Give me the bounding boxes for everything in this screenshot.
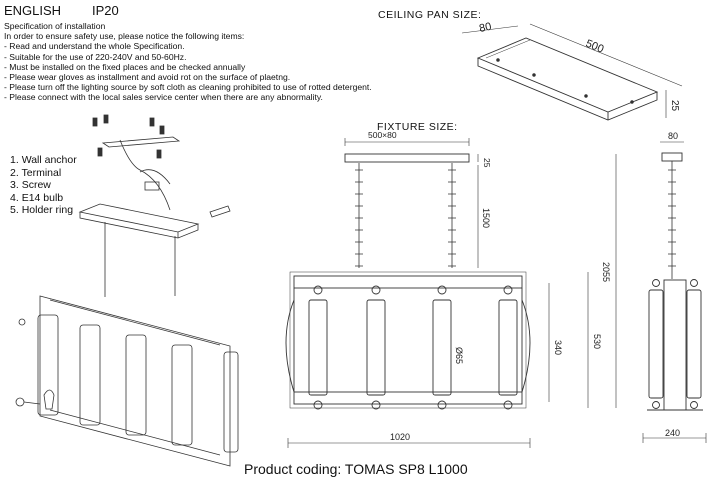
pan-length-dim: 500 <box>584 38 606 56</box>
total-height-dim: 2055 <box>601 262 611 282</box>
tube-diameter-dim: Ø65 <box>454 347 464 364</box>
part-item: 5. Holder ring <box>10 204 74 217</box>
side-top-dim: 80 <box>668 131 678 141</box>
part-item: 4. E14 bulb <box>10 191 64 204</box>
fixture-side-drawing <box>642 141 707 443</box>
part-item: 2. Terminal <box>10 166 62 179</box>
part-item: 1. Wall anchor <box>10 154 77 166</box>
frame-height-dim: 340 <box>553 340 563 355</box>
fixture-width-dim: 1020 <box>390 432 410 442</box>
part-item: 3. Screw <box>10 179 51 192</box>
spec-line: In order to ensure safety use, please no… <box>4 31 245 42</box>
pan-width-dim: 80 <box>478 21 492 35</box>
spec-line: - Read and understand the whole Specific… <box>4 41 185 52</box>
ceiling-pan-title: CEILING PAN SIZE: <box>378 9 482 21</box>
installation-specification: Specification of installation In order t… <box>4 21 372 103</box>
spec-line: - Must be installed on the fixed places … <box>4 61 246 72</box>
fixture-front-drawing <box>285 138 617 448</box>
fixture-pan-dim: 500×80 <box>368 130 397 140</box>
wall-anchor-icons <box>92 114 165 159</box>
spec-line: - Please wear gloves as installment and … <box>4 72 291 83</box>
side-width-dim: 240 <box>665 428 680 438</box>
spec-line: - Suitable for the use of 220-240V and 5… <box>4 51 187 62</box>
ip-rating: IP20 <box>92 3 119 18</box>
body-height-dim: 530 <box>592 334 602 349</box>
ceiling-pan-drawing <box>461 23 683 121</box>
chain-length-dim: 1500 <box>481 208 491 228</box>
spec-line: - Please connect with the local sales se… <box>4 92 323 103</box>
exploded-assembly-drawing <box>15 114 239 467</box>
spec-line: - Please turn off the lighting source by… <box>4 82 372 93</box>
language-heading: ENGLISH <box>4 3 62 18</box>
product-coding: Product coding: TOMAS SP8 L1000 <box>244 461 468 477</box>
fixture-size-title: FIXTURE SIZE: <box>377 121 458 133</box>
spec-line: Specification of installation <box>4 21 106 31</box>
fixture-pan-height-dim: 25 <box>482 158 492 168</box>
pan-height-dim: 25 <box>669 100 680 112</box>
parts-legend: 1. Wall anchor 2. Terminal 3. Screw 4. E… <box>10 154 77 217</box>
